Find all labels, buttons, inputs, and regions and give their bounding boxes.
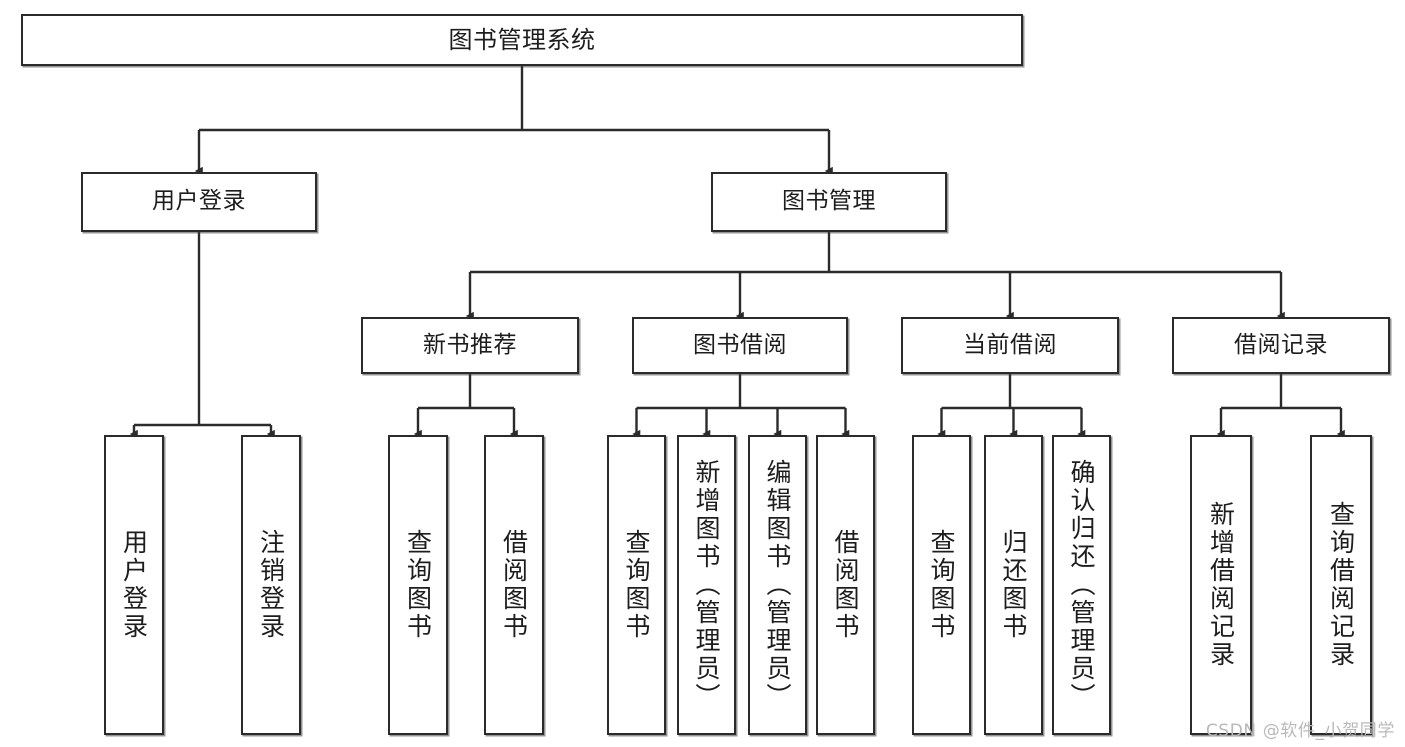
node-l10[interactable]: 归还图书 — [984, 435, 1043, 735]
node-label: 查询图书 — [403, 529, 433, 641]
node-l11[interactable]: 确认归还（管理员） — [1052, 435, 1111, 735]
node-l4[interactable]: 借阅图书 — [484, 435, 544, 735]
node-label: 查询图书 — [927, 529, 956, 641]
node-label: 图书管理系统 — [448, 25, 596, 54]
node-label: 用户登录 — [152, 188, 246, 215]
node-label: 新增借阅记录 — [1206, 501, 1236, 669]
node-label: 新增图书（管理员） — [692, 459, 721, 711]
node-label: 图书管理 — [782, 188, 876, 215]
node-l7[interactable]: 编辑图书（管理员） — [748, 435, 807, 735]
node-l6[interactable]: 新增图书（管理员） — [677, 435, 736, 735]
node-l3[interactable]: 查询图书 — [388, 435, 448, 735]
node-label: 借阅记录 — [1234, 331, 1328, 358]
node-l9[interactable]: 查询图书 — [912, 435, 971, 735]
node-label: 新书推荐 — [423, 331, 517, 358]
node-l1[interactable]: 用户登录 — [104, 435, 164, 735]
node-label: 归还图书 — [999, 529, 1028, 641]
node-label: 查询图书 — [622, 529, 651, 641]
node-label: 用户登录 — [119, 529, 149, 641]
node-n3c[interactable]: 当前借阅 — [901, 317, 1119, 374]
node-l8[interactable]: 借阅图书 — [816, 435, 875, 735]
node-root[interactable]: 图书管理系统 — [21, 14, 1023, 66]
node-n3b[interactable]: 图书借阅 — [632, 317, 848, 374]
node-label: 编辑图书（管理员） — [763, 459, 792, 711]
node-label: 图书借阅 — [693, 331, 787, 358]
node-l13[interactable]: 查询借阅记录 — [1310, 435, 1372, 735]
node-label: 注销登录 — [256, 529, 286, 641]
node-label: 当前借阅 — [963, 331, 1057, 358]
node-n2b[interactable]: 图书管理 — [711, 172, 947, 232]
node-n2a[interactable]: 用户登录 — [81, 172, 317, 232]
node-n3d[interactable]: 借阅记录 — [1172, 317, 1390, 374]
node-n3a[interactable]: 新书推荐 — [361, 317, 579, 374]
node-l12[interactable]: 新增借阅记录 — [1190, 435, 1252, 735]
node-label: 确认归还（管理员） — [1067, 459, 1096, 711]
node-label: 借阅图书 — [831, 529, 860, 641]
node-l2[interactable]: 注销登录 — [241, 435, 301, 735]
node-l5[interactable]: 查询图书 — [607, 435, 666, 735]
csdn-watermark: CSDN @软件_小贺同学 — [1205, 721, 1395, 741]
node-label: 查询借阅记录 — [1326, 501, 1356, 669]
node-label: 借阅图书 — [499, 529, 529, 641]
